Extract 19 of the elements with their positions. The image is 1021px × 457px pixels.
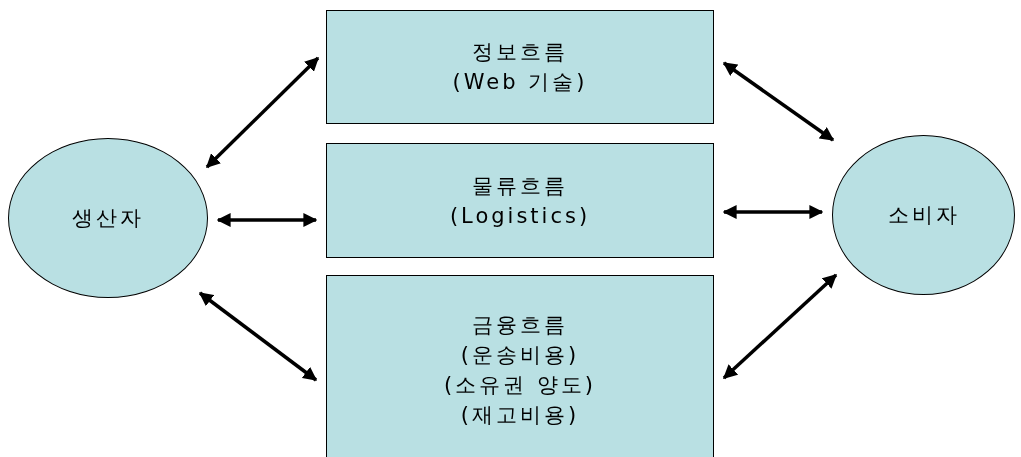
double-arrow xyxy=(722,61,835,142)
node-subtitle: (소유권 양도) xyxy=(443,372,597,399)
flow-box xyxy=(326,10,714,124)
node-subtitle: (운송비용) xyxy=(460,342,580,369)
double-arrow xyxy=(198,291,318,382)
double-arrow xyxy=(216,213,318,227)
double-arrow xyxy=(722,273,838,380)
node-title: 정보흐름 xyxy=(472,39,568,66)
flow-box xyxy=(326,275,714,457)
double-arrow xyxy=(722,205,824,219)
node-subtitle: (Logistics) xyxy=(449,202,591,230)
node-title: 생산자 xyxy=(72,205,144,232)
node-title: 물류흐름 xyxy=(472,172,568,200)
double-arrow xyxy=(205,56,320,169)
node-subtitle: (재고비용) xyxy=(460,402,580,429)
node-title: 소비자 xyxy=(887,202,960,229)
node-title: 금융흐름 xyxy=(472,312,568,339)
node-subtitle: (Web 기술) xyxy=(452,69,588,96)
flow-box xyxy=(326,143,714,258)
